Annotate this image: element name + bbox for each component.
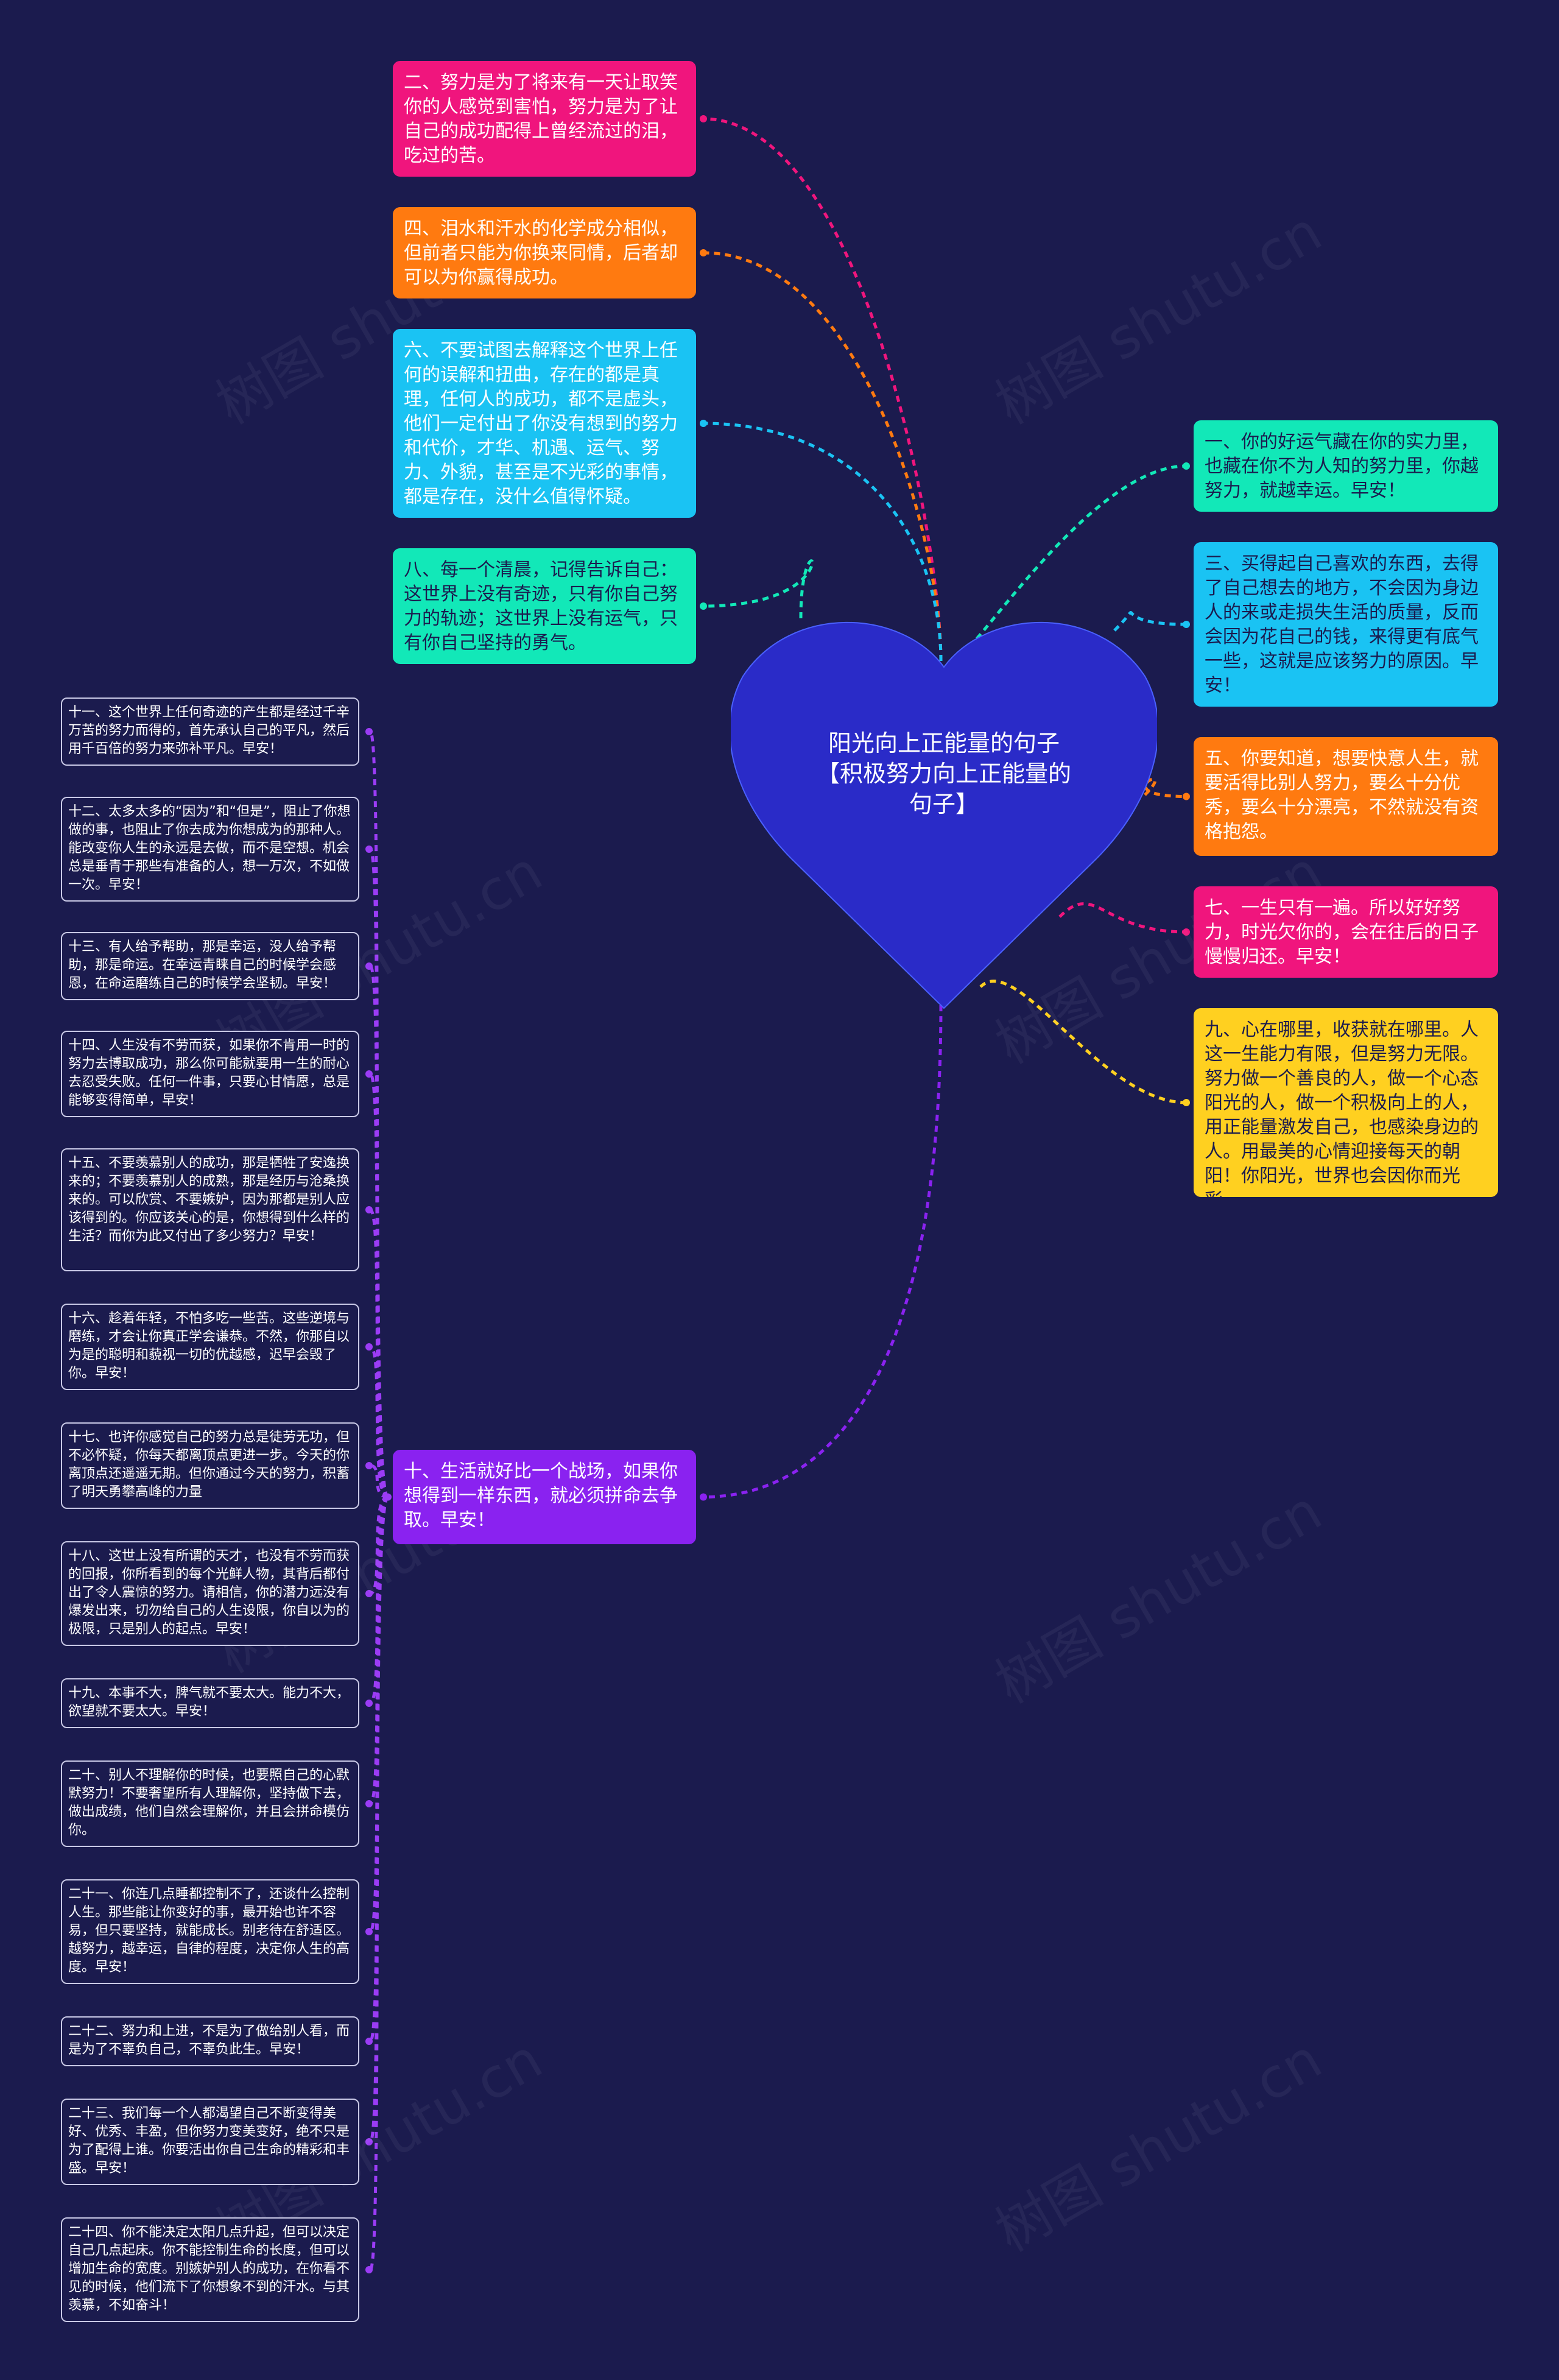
branch-node-1[interactable]: 一、你的好运气藏在你的实力里，也藏在你不为人知的努力里，你越努力，就越幸运。早安…	[1194, 420, 1498, 512]
leaf-connector-line	[368, 1495, 390, 2272]
connector-dot	[700, 115, 707, 122]
leaf-node-17[interactable]: 十七、也许你感觉自己的努力总是徒劳无功，但不必怀疑，你每天都离顶点更进一步。今天…	[61, 1422, 359, 1509]
leaf-text: 十七、也许你感觉自己的努力总是徒劳无功，但不必怀疑，你每天都离顶点更进一步。今天…	[68, 1430, 350, 1500]
leaf-node-14[interactable]: 十四、人生没有不劳而获，如果你不肯用一时的努力去博取成功，那么你可能就要用一生的…	[61, 1031, 359, 1117]
leaf-node-12[interactable]: 十二、太多太多的“因为”和“但是”，阻止了你想做的事，也阻止了你去成为你想成为的…	[61, 797, 359, 902]
connector-dot	[700, 602, 707, 610]
connector-dot	[1183, 793, 1190, 800]
leaf-text: 十五、不要羡慕别人的成功，那是牺牲了安逸换来的；不要羡慕别人的成熟，那是经历与沧…	[68, 1156, 350, 1244]
connector-line	[703, 117, 943, 662]
branch-text: 十、生活就好比一个战场，如果你想得到一样东西，就必须拼命去争取。早安！	[404, 1461, 678, 1531]
branch-node-8[interactable]: 八、每一个清晨，记得告诉自己：这世界上没有奇迹，只有你自己努力的轨迹；这世界上没…	[393, 548, 696, 664]
connector-line	[1113, 610, 1187, 632]
leaf-text: 十四、人生没有不劳而获，如果你不肯用一时的努力去博取成功，那么你可能就要用一生的…	[68, 1038, 350, 1108]
connector-dot	[365, 1928, 373, 1935]
branch-node-4[interactable]: 四、泪水和汗水的化学成分相似，但前者只能为你换来同情，后者却可以为你赢得成功。	[393, 207, 696, 298]
leaf-text: 二十一、你连几点睡都控制不了，还谈什么控制人生。那些能让你变好的事，最开始也许不…	[68, 1887, 350, 1975]
connector-dot	[365, 1206, 373, 1213]
connector-dot	[365, 1070, 373, 1078]
leaf-text: 十六、趁着年轻，不怕多吃一些苦。这些逆境与磨练，才会让你真正学会谦恭。不然，你那…	[68, 1311, 350, 1381]
connector-line	[703, 251, 943, 662]
branch-node-3[interactable]: 三、买得起自己喜欢的东西，去得了自己想去的地方，不会因为身边人的来或走损失生活的…	[1194, 542, 1498, 707]
leaf-text: 十二、太多太多的“因为”和“但是”，阻止了你想做的事，也阻止了你去成为你想成为的…	[68, 804, 351, 892]
connector-dot	[700, 1493, 707, 1501]
connector-line	[961, 464, 1187, 656]
connector-line	[1058, 902, 1187, 934]
leaf-node-24[interactable]: 二十四、你不能决定太阳几点升起，但可以决定自己几点起床。你不能控制生命的长度，但…	[61, 2217, 359, 2322]
leaf-node-22[interactable]: 二十二、努力和上进，不是为了做给别人看，而是为了不辜负自己，不辜负此生。早安！	[61, 2016, 359, 2066]
connector-dot	[365, 1343, 373, 1351]
heart-shape	[731, 621, 1157, 1009]
branch-text: 四、泪水和汗水的化学成分相似，但前者只能为你换来同情，后者却可以为你赢得成功。	[404, 218, 678, 288]
leaf-node-20[interactable]: 二十、别人不理解你的时候，也要照自己的心默默努力！不要奢望所有人理解你，坚持做下…	[61, 1760, 359, 1847]
leaf-text: 十八、这世上没有所谓的天才，也没有不劳而获的回报，你所看到的每个光鲜人物，其背后…	[68, 1548, 350, 1637]
branch-text: 八、每一个清晨，记得告诉自己：这世界上没有奇迹，只有你自己努力的轨迹；这世界上没…	[404, 559, 678, 654]
connector-dot	[1183, 928, 1190, 936]
branch-text: 三、买得起自己喜欢的东西，去得了自己想去的地方，不会因为身边人的来或走损失生活的…	[1205, 553, 1479, 696]
connector-line	[703, 1005, 943, 1499]
branch-node-2[interactable]: 二、努力是为了将来有一天让取笑你的人感觉到害怕，努力是为了让自己的成功配得上曾经…	[393, 61, 696, 177]
leaf-text: 十九、本事不大，脾气就不要太大。能力不大，欲望就不要太大。早安！	[68, 1686, 350, 1719]
leaf-connector-line	[370, 1464, 389, 1499]
central-topic[interactable]: 阳光向上正能量的句子【积极努力向上正能量的句子】	[731, 609, 1157, 1011]
connector-dot	[365, 1700, 373, 1707]
leaf-text: 二十二、努力和上进，不是为了做给别人看，而是为了不辜负自己，不辜负此生。早安！	[68, 2024, 350, 2057]
connector-dot	[365, 1800, 373, 1807]
branch-node-6[interactable]: 六、不要试图去解释这个世界上任何的误解和扭曲，存在的都是真理，任何人的成功，都不…	[393, 329, 696, 518]
leaf-node-18[interactable]: 十八、这世上没有所谓的天才，也没有不劳而获的回报，你所看到的每个光鲜人物，其背后…	[61, 1541, 359, 1646]
leaf-connector-line	[368, 730, 390, 1499]
leaf-node-19[interactable]: 十九、本事不大，脾气就不要太大。能力不大，欲望就不要太大。早安！	[61, 1678, 359, 1728]
connector-dot	[1183, 1099, 1190, 1106]
leaf-text: 十一、这个世界上任何奇迹的产生都是经过千辛万苦的努力而得的，首先承认自己的平凡，…	[68, 705, 350, 757]
connector-dot	[365, 1590, 373, 1597]
connector-line	[703, 559, 814, 619]
branch-node-10[interactable]: 十、生活就好比一个战场，如果你想得到一样东西，就必须拼命去争取。早安！	[393, 1450, 696, 1544]
leaf-text: 十三、有人给予帮助，那是幸运，没人给予帮助，那是命运。在幸运青睐自己的时候学会感…	[68, 939, 337, 991]
leaf-text: 二十三、我们每一个人都渴望自己不断变得美好、优秀、丰盈，但你努力变美变好，绝不只…	[68, 2106, 350, 2176]
branch-text: 二、努力是为了将来有一天让取笑你的人感觉到害怕，努力是为了让自己的成功配得上曾经…	[404, 72, 678, 166]
leaf-node-23[interactable]: 二十三、我们每一个人都渴望自己不断变得美好、优秀、丰盈，但你努力变美变好，绝不只…	[61, 2099, 359, 2185]
leaf-node-16[interactable]: 十六、趁着年轻，不怕多吃一些苦。这些逆境与磨练，才会让你真正学会谦恭。不然，你那…	[61, 1304, 359, 1390]
leaf-node-13[interactable]: 十三、有人给予帮助，那是幸运，没人给予帮助，那是命运。在幸运青睐自己的时候学会感…	[61, 932, 359, 1000]
branch-text: 五、你要知道，想要快意人生，就要活得比别人努力，要么十分优秀，要么十分漂亮，不然…	[1205, 748, 1479, 842]
leaf-node-11[interactable]: 十一、这个世界上任何奇迹的产生都是经过千辛万苦的努力而得的，首先承认自己的平凡，…	[61, 697, 359, 766]
branch-text: 六、不要试图去解释这个世界上任何的误解和扭曲，存在的都是真理，任何人的成功，都不…	[404, 340, 678, 507]
connector-dot	[700, 420, 707, 427]
connector-dot	[1183, 462, 1190, 470]
branch-node-5[interactable]: 五、你要知道，想要快意人生，就要活得比别人努力，要么十分优秀，要么十分漂亮，不然…	[1194, 737, 1498, 856]
connector-dot	[365, 2038, 373, 2045]
connector-dot	[365, 846, 373, 853]
branch-text: 一、你的好运气藏在你的实力里，也藏在你不为人知的努力里，你越努力，就越幸运。早安…	[1205, 431, 1479, 501]
leaf-text: 二十、别人不理解你的时候，也要照自己的心默默努力！不要奢望所有人理解你，坚持做下…	[68, 1768, 350, 1838]
leaf-connector-line	[368, 1208, 389, 1499]
connector-line	[979, 980, 1187, 1104]
branch-node-9[interactable]: 九、心在哪里，收获就在哪里。人这一生能力有限，但是努力无限。努力做一个善良的人，…	[1194, 1008, 1498, 1197]
leaf-connector-line	[369, 1345, 389, 1499]
branch-text: 九、心在哪里，收获就在哪里。人这一生能力有限，但是努力无限。努力做一个善良的人，…	[1205, 1019, 1479, 1197]
leaf-node-15[interactable]: 十五、不要羡慕别人的成功，那是牺牲了安逸换来的；不要羡慕别人的成熟，那是经历与沧…	[61, 1148, 359, 1271]
connector-dot	[365, 728, 373, 735]
connector-dot	[700, 249, 707, 256]
leaf-text: 二十四、你不能决定太阳几点升起，但可以决定自己几点起床。你不能控制生命的长度，但…	[68, 2225, 350, 2313]
connector-dot	[365, 1462, 373, 1469]
leaf-node-21[interactable]: 二十一、你连几点睡都控制不了，还谈什么控制人生。那些能让你变好的事，最开始也许不…	[61, 1879, 359, 1984]
connector-line	[703, 422, 943, 662]
connector-dot	[1183, 621, 1190, 628]
central-topic-title: 阳光向上正能量的句子【积极努力向上正能量的句子】	[816, 730, 1071, 817]
branch-node-7[interactable]: 七、一生只有一遍。所以好好努力，时光欠你的，会在往后的日子慢慢归还。早安！	[1194, 886, 1498, 978]
branch-text: 七、一生只有一遍。所以好好努力，时光欠你的，会在往后的日子慢慢归还。早安！	[1205, 897, 1479, 967]
connector-dot	[365, 2266, 373, 2273]
connector-dot	[365, 962, 373, 970]
connector-dot	[365, 2138, 373, 2145]
